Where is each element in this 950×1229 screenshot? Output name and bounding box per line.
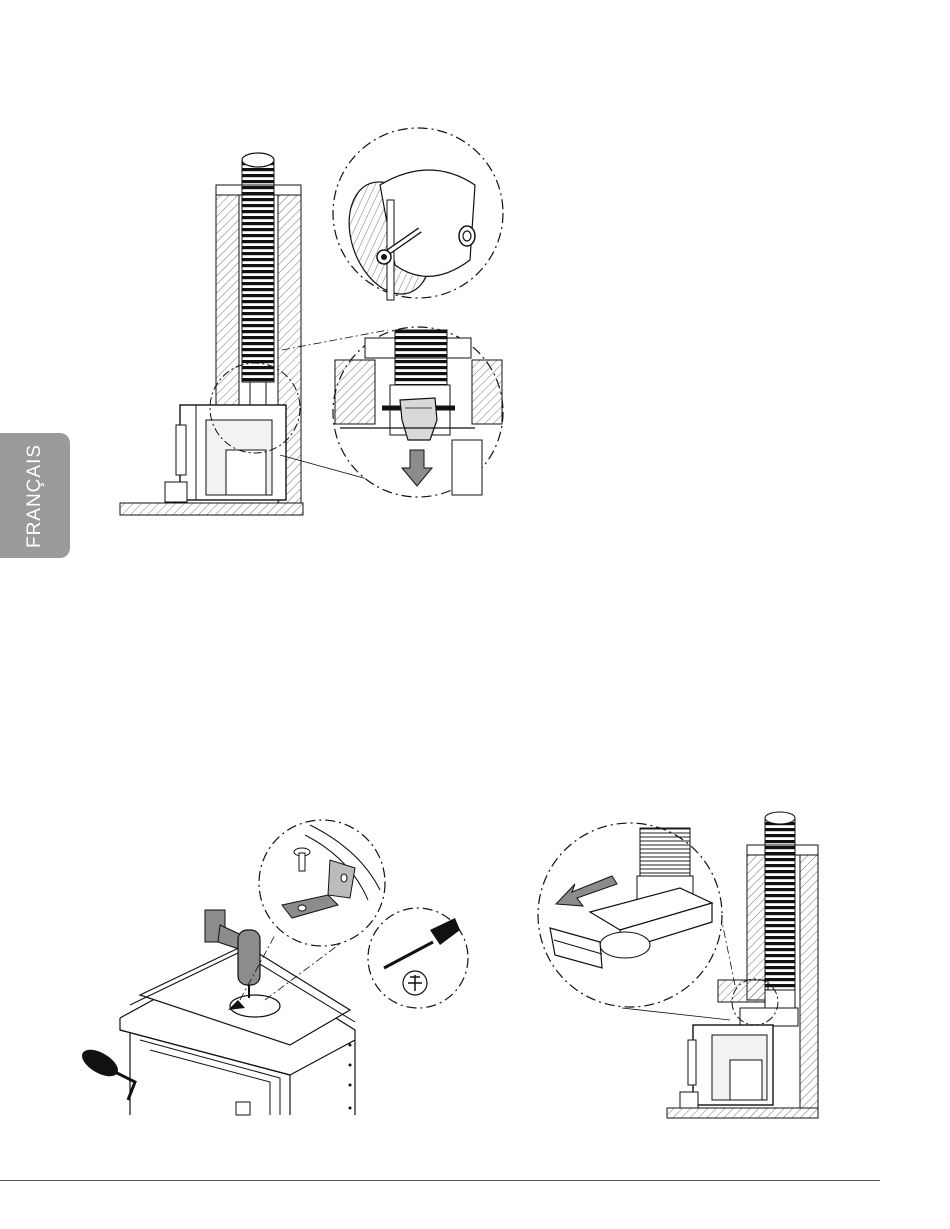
figure-adapter-slide (538, 812, 818, 1118)
footer-rule (0, 1180, 880, 1181)
slide-detail (538, 823, 722, 1007)
hand-pull-detail (333, 327, 503, 497)
figure-chimney-liner (120, 128, 503, 515)
screwdriver-detail (368, 908, 468, 1008)
damper-detail (333, 128, 503, 305)
figure-stove-top-drill (78, 820, 468, 1115)
bracket-detail (259, 820, 385, 946)
